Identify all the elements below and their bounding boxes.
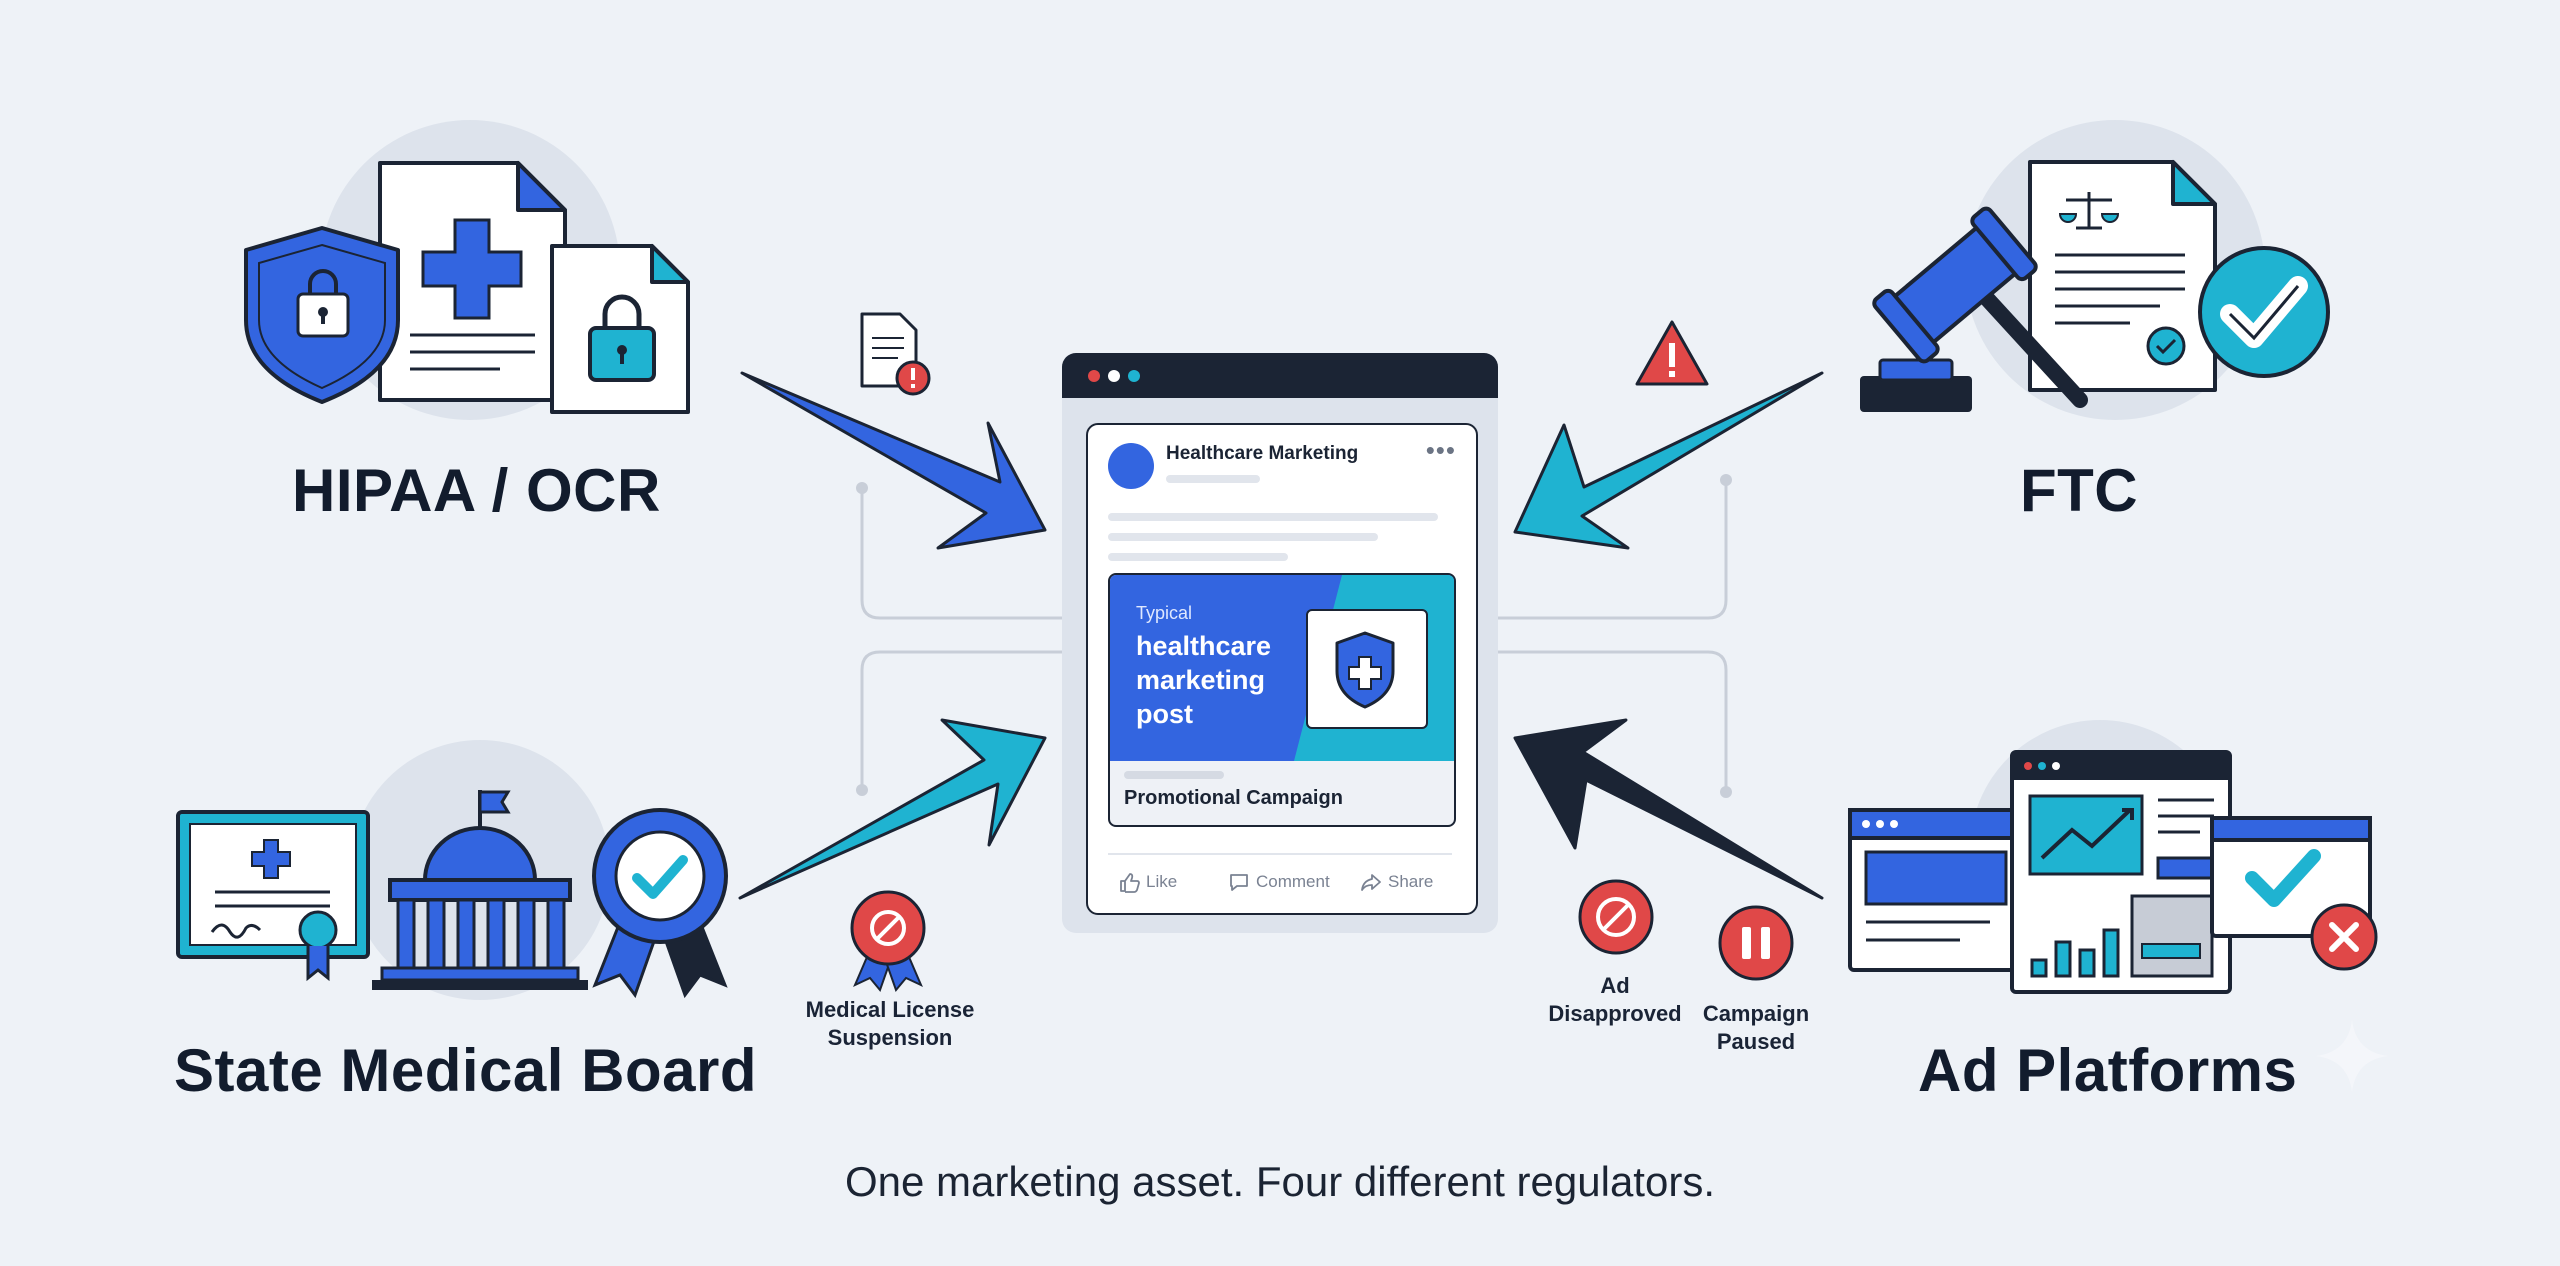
arrow-ads — [1513, 718, 1824, 900]
browser-ad-icon — [1848, 808, 2022, 972]
window-dot-white — [1108, 370, 1120, 382]
regulator-label-ftc: FTC — [2020, 457, 2139, 524]
medical-shield-icon — [1335, 631, 1395, 709]
more-options-icon[interactable]: ••• — [1425, 435, 1456, 465]
social-post-card: Healthcare Marketing ••• Typical healthc… — [1086, 423, 1478, 915]
window-dot-red — [1088, 370, 1100, 382]
regulator-label-ad-platforms: Ad Platforms — [1918, 1037, 2298, 1104]
window-dot-teal — [1128, 370, 1140, 382]
text-placeholder-line — [1108, 513, 1438, 521]
arrow-board — [738, 718, 1047, 900]
warning-icon — [1635, 320, 1709, 386]
banner-shield-box — [1306, 609, 1428, 729]
banner-kicker: Typical — [1136, 603, 1193, 623]
browser-mockup: Healthcare Marketing ••• Typical healthc… — [1062, 353, 1498, 933]
capitol-building-icon — [372, 790, 588, 990]
arrow-hipaa — [740, 371, 1047, 550]
text-placeholder-line — [1108, 553, 1288, 561]
diagram-caption: One marketing asset. Four different regu… — [845, 1158, 1715, 1205]
regulator-label-state-board: State Medical Board — [174, 1037, 757, 1104]
browser-titlebar — [1062, 353, 1498, 398]
campaign-label: Promotional Campaign — [1124, 787, 1343, 809]
arrow-ftc — [1513, 371, 1824, 550]
comment-icon — [1230, 874, 1248, 891]
award-ribbon-icon — [592, 808, 728, 999]
regulator-label-hipaa: HIPAA / OCR — [292, 457, 661, 524]
sparkle-icon — [2316, 1020, 2388, 1092]
campaign-paused-label: Campaign Paused — [1702, 1001, 1810, 1054]
text-placeholder-line — [1108, 533, 1378, 541]
post-actions-bar: Like Comment Share — [1108, 853, 1452, 911]
check-circle-icon — [2198, 246, 2330, 378]
banner-placeholder-line — [1124, 771, 1224, 779]
thumbs-up-icon — [1120, 873, 1140, 893]
post-page-name: Healthcare Marketing — [1166, 443, 1359, 464]
connector-lines — [860, 480, 1728, 792]
license-suspension-label: Medical License Suspension — [805, 997, 975, 1050]
ad-disapproved-label: Ad Disapproved — [1548, 973, 1682, 1026]
banner-headline: healthcare marketing post — [1136, 631, 1272, 729]
share-label: Share — [1388, 872, 1434, 891]
prohibited-badge-icon — [850, 890, 926, 992]
analytics-dashboard-icon — [2010, 750, 2232, 994]
ad-creative-banner: Typical healthcare marketing post Promot… — [1108, 573, 1456, 827]
like-button[interactable]: Like — [1118, 871, 1177, 893]
certificate-icon — [176, 810, 370, 982]
approval-window-icon — [2210, 816, 2378, 971]
comment-label: Comment — [1256, 872, 1330, 891]
share-icon — [1361, 874, 1381, 891]
legal-document-icon — [2028, 160, 2217, 392]
alert-document-icon — [860, 312, 931, 396]
comment-button[interactable]: Comment — [1228, 871, 1330, 893]
avatar — [1108, 443, 1154, 489]
prohibited-icon — [1578, 879, 1654, 955]
post-meta-placeholder — [1166, 475, 1260, 483]
gavel-icon — [1860, 206, 2088, 412]
shield-lock-icon — [244, 226, 400, 404]
share-button[interactable]: Share — [1360, 871, 1433, 893]
like-label: Like — [1146, 872, 1178, 891]
pause-icon — [1718, 905, 1794, 981]
medical-document-icon — [378, 161, 567, 402]
locked-file-icon — [550, 244, 690, 414]
